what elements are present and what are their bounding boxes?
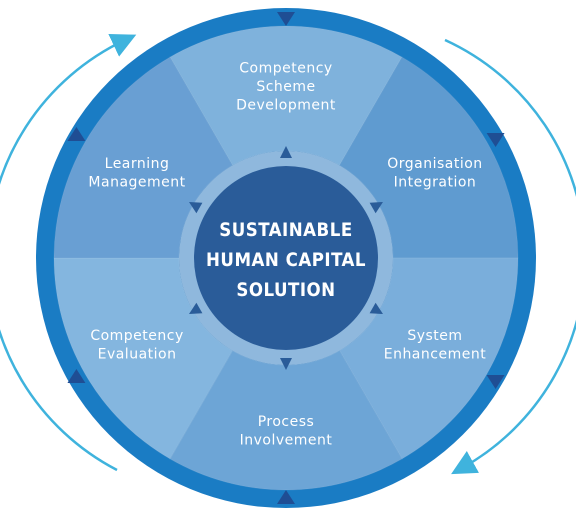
segment-label-competency-scheme-development-line-1: Competency [239,61,332,77]
triangle-marker-icon [486,375,505,389]
inner-triangle-marker-icon [189,202,203,214]
segment-label-competency-evaluation-line-2: Evaluation [98,346,177,362]
inner-triangle-marker-icon [189,302,203,314]
segment-label-competency-scheme-development-line-2: Scheme [256,79,315,95]
segment-label-learning-management-line-2: Management [88,174,185,190]
segment-label-organisation-integration-line-1: Organisation [387,156,482,172]
triangle-marker-icon [67,369,86,383]
segment-label-process-involvement-line-2: Involvement [240,432,333,448]
segment-labels-group: CompetencySchemeDevelopmentOrganisationI… [88,61,486,449]
segment-label-competency-scheme-development-line-3: Development [236,98,336,114]
triangle-marker-icon [277,12,295,26]
segment-label-system-enhancement-line-2: Enhancement [384,346,486,362]
inner-triangle-marker-icon [280,358,292,370]
center-title-line-3: SOLUTION [236,280,335,301]
triangle-marker-icon [277,490,295,504]
segment-label-organisation-integration-line-2: Integration [394,174,477,190]
inner-triangle-marker-icon [369,302,383,314]
center-title-line-2: HUMAN CAPITAL [206,250,366,271]
curved-arrow-icon [0,34,137,472]
outer-triangles-group [67,12,505,504]
inner-triangle-marker-icon [280,146,292,158]
inner-triangle-marker-icon [369,202,383,214]
center-circle [194,166,378,350]
segment-label-competency-evaluation-line-1: Competency [90,328,183,344]
inner-triangles-group [189,146,383,370]
center-title-line-1: SUSTAINABLE [219,220,352,241]
segment-label-system-enhancement-line-1: System [407,328,462,344]
segment-label-learning-management-line-1: Learning [105,156,170,172]
triangle-marker-icon [67,127,86,141]
triangle-marker-icon [486,133,505,147]
segments-group [53,25,519,491]
curved-arrow-icon [444,38,576,475]
segment-label-process-involvement-line-1: Process [258,414,315,430]
